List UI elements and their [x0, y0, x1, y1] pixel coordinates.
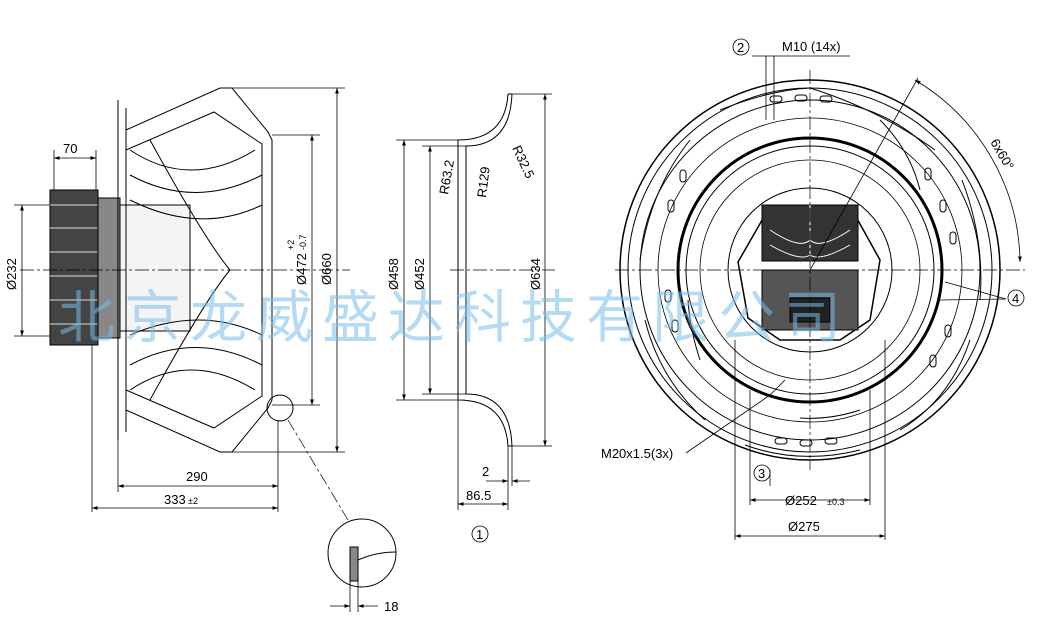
nozzle-dimensions [396, 93, 552, 543]
callout-4: 4 [1012, 291, 1019, 306]
thread-m20: M20x1.5(3x) [601, 446, 673, 461]
dim-2: 2 [482, 464, 489, 479]
front-dimensions [685, 38, 1025, 540]
side-view [20, 87, 350, 521]
electronics-housing [737, 204, 881, 341]
detail-view [327, 518, 397, 612]
side-view-dimensions [14, 87, 345, 512]
nozzle-labels: Ø458 Ø452 Ø634 R63.2 R129 R32.5 2 86.5 1 [386, 143, 543, 542]
dim-458: Ø458 [386, 258, 401, 290]
radius-32: R32.5 [509, 143, 537, 181]
dim-472-tol-up: +2 [286, 240, 296, 250]
callout-3: 3 [758, 466, 765, 481]
angle-6x60: 6x60° [987, 136, 1017, 172]
dim-86: 86.5 [466, 488, 491, 503]
dim-333: 333 [164, 492, 186, 507]
dim-252-tol: ±0.3 [827, 497, 844, 507]
side-view-labels: 70 Ø232 Ø472 +2 -0.7 Ø660 290 333 ±2 [4, 141, 334, 507]
dim-660: Ø660 [319, 253, 334, 285]
dim-634: Ø634 [528, 258, 543, 290]
dim-452: Ø452 [412, 258, 427, 290]
dim-472-tol-low: -0.7 [298, 234, 308, 250]
dim-18: 18 [384, 599, 398, 614]
radius-63: R63.2 [436, 159, 457, 196]
dim-275: Ø275 [788, 519, 820, 534]
dim-252: Ø252 [785, 493, 817, 508]
dim-333-tol: ±2 [188, 496, 198, 506]
dim-472: Ø472 [294, 253, 309, 285]
dim-290: 290 [186, 469, 208, 484]
radius-129: R129 [474, 166, 493, 199]
dim-70: 70 [63, 141, 77, 156]
thread-m10: M10 (14x) [782, 39, 841, 54]
callout-2: 2 [737, 40, 744, 55]
callout-1: 1 [476, 527, 483, 542]
front-slots [664, 94, 957, 447]
dim-232: Ø232 [4, 258, 19, 290]
motor-body [49, 189, 191, 346]
front-vanes [639, 87, 982, 457]
front-view [615, 70, 1025, 470]
